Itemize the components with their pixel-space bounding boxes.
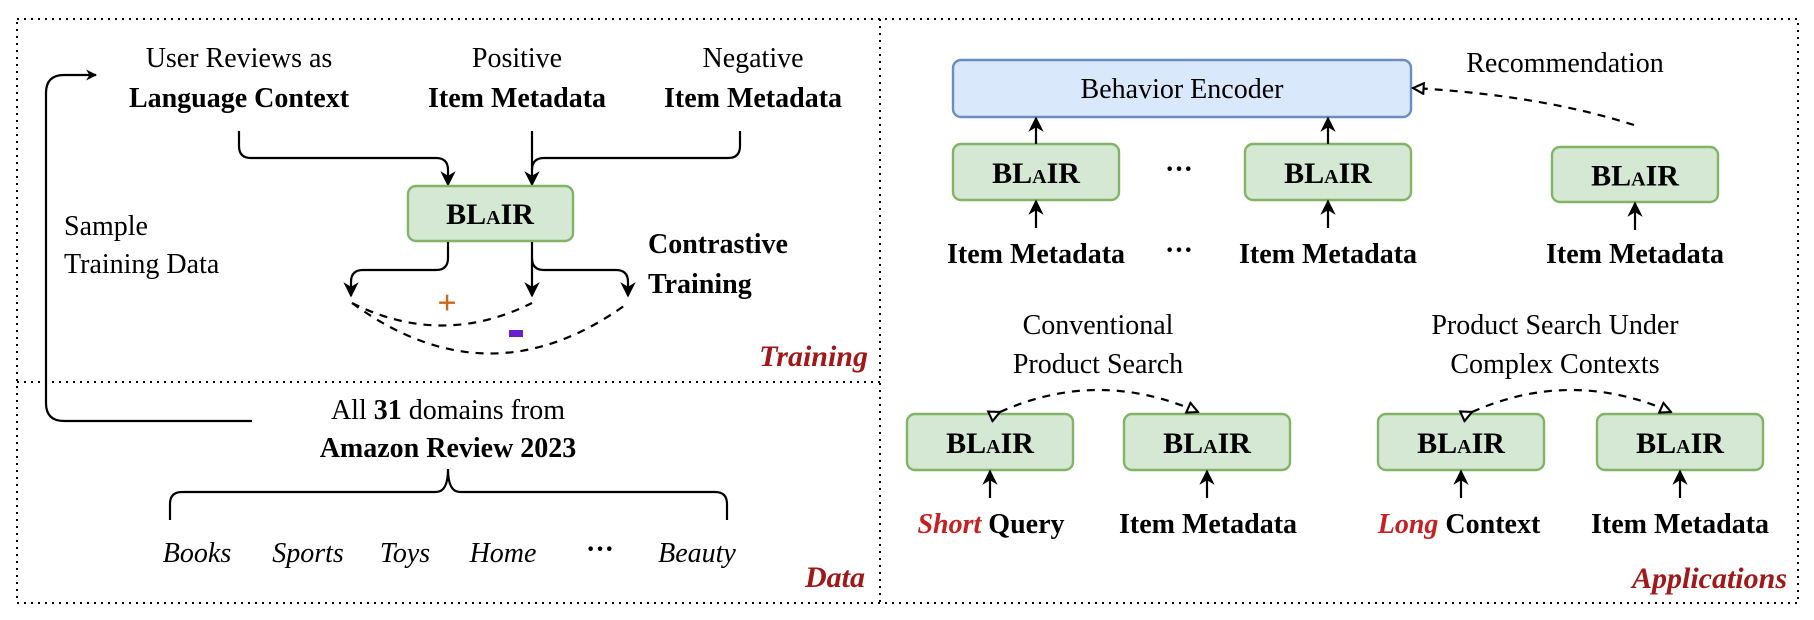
item-metadata-label: Item Metadata <box>1119 509 1297 540</box>
arrow-sample-loop <box>44 69 252 423</box>
input-language-context: User Reviews as Language Context <box>129 43 350 114</box>
behavior-encoder-box: Behavior Encoder <box>951 58 1413 119</box>
minus-sign-icon <box>509 330 523 337</box>
item-metadata-label: Item Metadata <box>1546 239 1724 270</box>
input-line2: Item Metadata <box>664 83 842 114</box>
domain-brace <box>168 468 729 520</box>
svg-text:Product Search Under: Product Search Under <box>1431 310 1679 341</box>
encoder-box-shape <box>951 58 1413 119</box>
encoder-label: Behavior Encoder <box>1081 74 1285 105</box>
blair-label: BLAIR <box>446 198 534 231</box>
svg-text:Training: Training <box>648 269 752 300</box>
blair-box-shape <box>406 184 575 243</box>
input-line2: Item Metadata <box>428 83 606 114</box>
input-line2: Language Context <box>129 83 350 114</box>
short-query-label: Short Query <box>917 509 1064 540</box>
blair-label: BLAIR <box>1163 427 1251 460</box>
domain-ellipsis: ··· <box>586 534 614 565</box>
plus-sign-icon: + <box>437 285 456 322</box>
conventional-search-label: Conventional Product Search <box>1013 310 1183 380</box>
section-label-training: Training <box>759 340 868 373</box>
blair-model-box: BLAIR <box>1376 412 1546 498</box>
blair-label: BLAIR <box>1417 427 1505 460</box>
contrastive-training-label: Contrastive Training <box>648 229 788 300</box>
svg-text:Product Search: Product Search <box>1013 349 1183 380</box>
blair-label: BLAIR <box>992 157 1080 190</box>
blair-label: BLAIR <box>1591 160 1679 193</box>
input-line1: Positive <box>472 43 562 74</box>
domain-item: Home <box>469 538 537 569</box>
long-context-label: Long Context <box>1377 509 1541 540</box>
item-metadata-label: Item Metadata <box>1239 239 1417 270</box>
blair-label: BLAIR <box>946 427 1034 460</box>
input-line1: Negative <box>702 43 803 74</box>
domain-item: Toys <box>380 538 430 569</box>
svg-text:Conventional: Conventional <box>1023 310 1174 341</box>
domain-item: Beauty <box>658 538 736 569</box>
section-label-applications: Applications <box>1630 562 1787 595</box>
blair-model-box: BLAIR <box>406 184 575 243</box>
sample-training-data-label: Sample Training Data <box>64 211 220 280</box>
arrow-blair-to-negative-emb <box>530 257 636 298</box>
svg-text:Sample: Sample <box>64 211 148 242</box>
blair-model-box: BLAIR <box>951 142 1121 228</box>
domains-count-label: All 31 domains from <box>331 395 565 426</box>
complex-match-arrow <box>1472 388 1671 412</box>
positive-pair-arc <box>351 302 533 327</box>
training-section: User Reviews as Language Context Positiv… <box>44 43 868 423</box>
section-label-data: Data <box>804 561 865 594</box>
data-section: All 31 domains from Amazon Review 2023 B… <box>163 395 865 594</box>
conventional-match-arrow <box>1000 388 1198 412</box>
blair-model-box: BLAIR <box>1595 412 1765 498</box>
item-metadata-label: Item Metadata <box>1591 509 1769 540</box>
blair-model-box: BLAIR <box>905 412 1075 498</box>
domain-item: Books <box>163 538 232 569</box>
input-negative-item: Negative Item Metadata <box>664 43 842 114</box>
item-metadata-label: Item Metadata <box>947 239 1125 270</box>
blair-model-box: BLAIR <box>1550 145 1720 230</box>
blair-model-box: BLAIR <box>1243 142 1413 228</box>
arrow-context-to-blair <box>237 131 456 187</box>
recommendation-arrow <box>1413 88 1635 127</box>
domain-list: Books Sports Toys Home ··· Beauty <box>163 534 737 569</box>
arrow-negative-to-blair <box>530 131 742 171</box>
svg-text:Complex Contexts: Complex Contexts <box>1450 349 1659 380</box>
negative-pair-arc <box>351 302 629 355</box>
complex-search-label: Product Search Under Complex Contexts <box>1431 310 1679 380</box>
blair-label: BLAIR <box>1636 427 1724 460</box>
svg-text:Contrastive: Contrastive <box>648 229 788 260</box>
outer-border <box>16 18 1799 604</box>
svg-text:Training Data: Training Data <box>64 249 220 280</box>
recommendation-label: Recommendation <box>1466 48 1664 79</box>
blair-model-box: BLAIR <box>1122 412 1292 498</box>
panel-borders <box>16 18 1799 604</box>
ellipsis-items: ··· <box>1165 235 1193 266</box>
blair-label: BLAIR <box>1284 157 1372 190</box>
arrow-blair-to-context-emb <box>343 242 450 298</box>
domain-item: Sports <box>272 538 344 569</box>
input-line1: User Reviews as <box>146 43 333 74</box>
applications-section: Behavior Encoder Recommendation BLAIR BLA… <box>905 48 1787 595</box>
ellipsis-blair: ··· <box>1165 154 1193 185</box>
dataset-name: Amazon Review 2023 <box>320 433 577 464</box>
input-positive-item: Positive Item Metadata <box>428 43 606 114</box>
